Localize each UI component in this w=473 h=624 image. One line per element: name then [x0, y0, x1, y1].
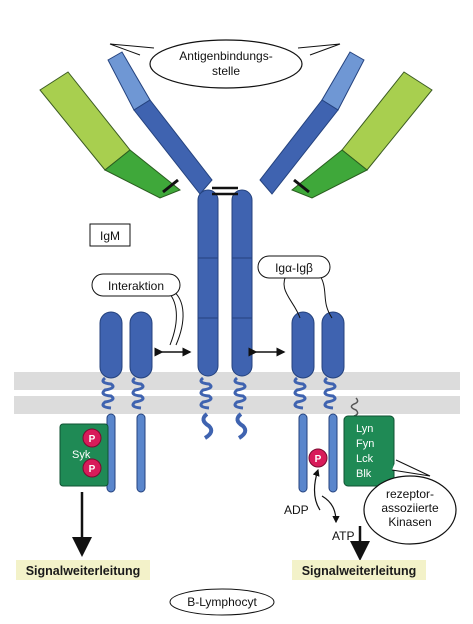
- adp-atp-cycle: ADP ATP: [284, 468, 354, 543]
- antigen-binding-callout: Antigenbindungs- stelle: [109, 39, 341, 89]
- kinase-fyn: Fyn: [356, 438, 374, 450]
- igm-transmembrane: [199, 376, 248, 440]
- igm-label-box: IgM: [89, 223, 131, 247]
- phospho-label-1: P: [89, 434, 96, 445]
- phospho-icon: [82, 458, 102, 478]
- heavy-chain-left: [107, 51, 219, 377]
- signal-arrows: [72, 492, 370, 561]
- phospho-label-2: P: [89, 464, 96, 475]
- receptor-kinase-label-2: assoziierte: [381, 501, 439, 515]
- signal-label-right: Signalweiterleitung: [302, 564, 417, 578]
- phospho-icon: [82, 428, 102, 448]
- signal-label-right-box: Signalweiterleitung: [292, 560, 426, 580]
- light-chain-right: [291, 71, 433, 199]
- cell-label: B-Lymphocyt: [187, 595, 257, 609]
- src-kinases: Lyn Fyn Lck Blk P: [308, 397, 395, 487]
- atp-label: ATP: [332, 529, 354, 543]
- phospho-icon: [308, 448, 328, 468]
- syk-kinase: Syk P P: [59, 423, 109, 487]
- kinase-lyn: Lyn: [356, 423, 373, 435]
- cell-membrane: [14, 372, 460, 414]
- antigen-binding-label-1: Antigenbindungs-: [179, 49, 272, 63]
- syk-label: Syk: [72, 449, 91, 461]
- signal-label-left: Signalweiterleitung: [26, 564, 141, 578]
- ig-alpha-beta-left: [99, 311, 153, 493]
- heavy-chain-right: [231, 51, 365, 377]
- signal-label-left-box: Signalweiterleitung: [16, 560, 150, 580]
- ig-ab-callout: Igα-Igβ: [257, 255, 333, 319]
- light-chain-left: [39, 71, 181, 199]
- interaction-label: Interaktion: [108, 279, 164, 293]
- cell-label-box: B-Lymphocyt: [169, 588, 275, 616]
- receptor-kinase-label-3: Kinasen: [388, 515, 431, 529]
- igm-label: IgM: [100, 229, 120, 243]
- ig-ab-label: Igα-Igβ: [275, 261, 313, 275]
- interaction-callout: Interaktion: [91, 273, 184, 346]
- kinase-blk: Blk: [356, 468, 372, 480]
- receptor-kinase-callout: rezeptor- assoziierte Kinasen: [363, 459, 457, 545]
- receptor-kinase-label-1: rezeptor-: [386, 487, 434, 501]
- disulfide-bridge: [212, 186, 238, 196]
- antigen-binding-label-2: stelle: [212, 64, 240, 78]
- adp-label: ADP: [284, 503, 309, 517]
- ig-alpha-beta-right: [291, 311, 345, 493]
- phospho-label-3: P: [315, 454, 322, 465]
- kinase-lck: Lck: [356, 453, 374, 465]
